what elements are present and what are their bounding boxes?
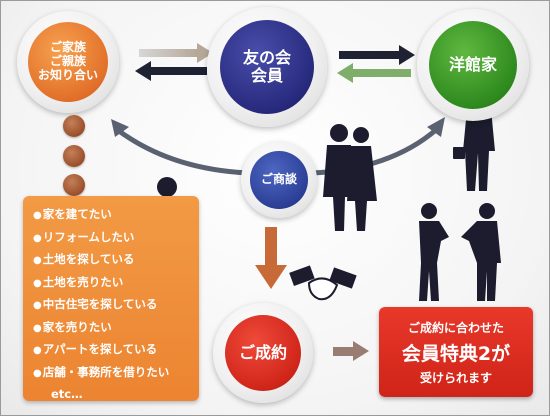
arc-business-to-family: [111, 119, 248, 176]
wish-item: ●家を売りたい: [33, 319, 112, 334]
western-node: 洋館家: [429, 21, 517, 109]
arrow-western-to-member: [337, 63, 411, 83]
deal-node-label: ご成約: [238, 342, 287, 362]
wish-list-box: ●家を建てたい ●リフォームしたい ●土地を探している ●土地を売りたい ●中古…: [23, 196, 199, 401]
wish-item: ●土地を売りたい: [33, 274, 124, 289]
wish-item: ●アパートを探している: [33, 342, 158, 356]
connector-dot: [63, 115, 85, 137]
wish-item: ●家を建てたい: [33, 207, 112, 221]
arrow-deal-to-benefit: [333, 341, 369, 361]
arrow-family-to-member: [139, 43, 213, 63]
couple-silhouette: [323, 124, 377, 231]
wish-list: ●家を建てたい ●リフォームしたい ●土地を探している ●土地を売りたい ●中古…: [33, 204, 199, 384]
member-node: 友の会 会員: [220, 20, 314, 114]
family-node-label: ご家族 ご親族 お知り合い: [37, 40, 98, 82]
connector-dot: [63, 145, 85, 167]
wish-item: ●土地を探している: [33, 252, 135, 266]
benefit-line-1: ご成約に合わせた: [407, 321, 504, 335]
member-node-label: 友の会 会員: [242, 47, 291, 85]
benefit-line-3: 受けられます: [419, 371, 492, 385]
businesswomen-silhouette: [419, 203, 501, 301]
wish-item: ●店舗・事務所を借りたい: [33, 364, 170, 379]
benefit-box: ご成約に合わせた 会員特典2が 受けられます: [379, 307, 533, 397]
benefit-line-2: 会員特典2が: [401, 343, 511, 365]
business-node-label: ご商談: [260, 172, 297, 187]
business-node: ご商談: [250, 151, 308, 209]
arrow-business-to-deal: [255, 227, 287, 289]
handshake-icon: [289, 265, 357, 301]
wish-etc: etc…: [51, 387, 83, 401]
deal-node: ご成約: [225, 315, 301, 391]
wish-item: ●リフォームしたい: [33, 229, 135, 244]
western-node-label: 洋館家: [448, 54, 497, 74]
connector-dot: [63, 174, 85, 196]
family-node: ご家族 ご親族 お知り合い: [28, 22, 108, 102]
arrow-member-to-western: [339, 45, 415, 65]
wish-item: ●中古住宅を探している: [33, 297, 158, 311]
arrow-member-to-family: [135, 61, 207, 81]
